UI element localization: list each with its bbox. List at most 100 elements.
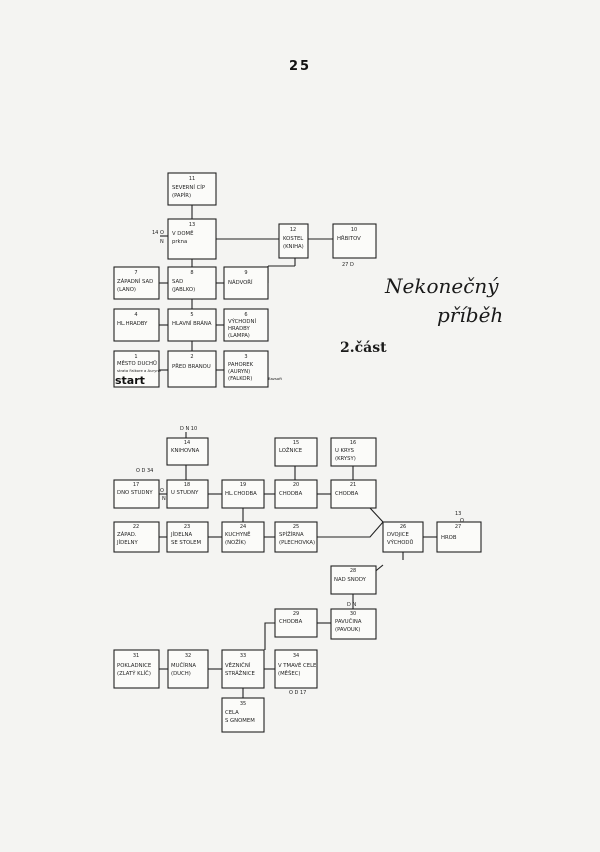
svg-text:27: 27 — [455, 524, 461, 530]
svg-text:19: 19 — [240, 482, 246, 488]
svg-text:(KRYSY): (KRYSY) — [335, 456, 356, 462]
subtitle: 2.část — [340, 340, 387, 356]
title-line-2: příběh — [437, 303, 503, 327]
dir-marker: O — [460, 518, 464, 524]
svg-text:2: 2 — [190, 354, 193, 360]
svg-text:U STUDNY: U STUDNY — [171, 490, 199, 496]
svg-text:(PLECHOVKA): (PLECHOVKA) — [279, 540, 315, 546]
svg-text:S GNOMEM: S GNOMEM — [225, 718, 255, 724]
svg-text:31: 31 — [133, 653, 139, 659]
svg-text:30: 30 — [350, 611, 356, 617]
room-16: 16U KRYS(KRYSY) — [330, 437, 377, 467]
svg-text:(AURYN): (AURYN) — [228, 369, 250, 375]
map1-connections — [159, 205, 333, 371]
svg-text:4: 4 — [134, 312, 137, 318]
svg-text:(MĚŠEC): (MĚŠEC) — [278, 669, 300, 677]
dir-marker: 13 — [455, 511, 461, 517]
svg-text:VÝCHODNÍ: VÝCHODNÍ — [228, 318, 256, 325]
svg-text:DNO STUDNY: DNO STUDNY — [117, 490, 153, 496]
dir-marker: D N — [347, 602, 356, 608]
svg-text:(KNIHA): (KNIHA) — [283, 244, 304, 250]
svg-text:prkna: prkna — [172, 239, 187, 245]
svg-text:23: 23 — [184, 524, 190, 530]
svg-text:34: 34 — [293, 653, 299, 659]
svg-text:(LANO): (LANO) — [117, 287, 136, 293]
svg-text:21: 21 — [350, 482, 356, 488]
svg-text:PAVUČINA: PAVUČINA — [335, 618, 362, 625]
svg-text:JÍDELNA: JÍDELNA — [170, 531, 192, 538]
room-18: 18 U STUDNY — [166, 479, 209, 509]
svg-text:18: 18 — [184, 482, 190, 488]
svg-text:PŘED BRANOU: PŘED BRANOU — [172, 362, 211, 370]
svg-text:(FALKOR): (FALKOR) — [228, 376, 252, 382]
svg-text:CHODBA: CHODBA — [279, 619, 303, 625]
svg-text:20: 20 — [293, 482, 299, 488]
dir-marker: N — [162, 496, 166, 502]
svg-text:SEVERNÍ CÍP: SEVERNÍ CÍP — [172, 184, 206, 191]
svg-text:HROB: HROB — [441, 535, 457, 541]
svg-text:HRADBY: HRADBY — [228, 326, 250, 332]
svg-text:7: 7 — [134, 270, 137, 276]
svg-text:ZÁPAD.: ZÁPAD. — [117, 531, 137, 538]
svg-text:HL.HRADBY: HL.HRADBY — [117, 321, 148, 327]
room-13: 13V DOMĚ prkna — [167, 218, 217, 260]
svg-text:1: 1 — [134, 354, 137, 360]
svg-text:KNIHOVNA: KNIHOVNA — [171, 448, 200, 454]
svg-text:24: 24 — [240, 524, 246, 530]
dir-marker: N — [160, 239, 164, 245]
dir-marker: 14 O — [152, 230, 164, 236]
svg-text:(LAMPA): (LAMPA) — [228, 333, 250, 339]
svg-text:STRÁŽNICE: STRÁŽNICE — [225, 669, 256, 677]
svg-text:VĚZNIČNÍ: VĚZNIČNÍ — [225, 661, 251, 669]
svg-text:SPÍŽÍRNA: SPÍŽÍRNA — [279, 530, 304, 538]
svg-text:26: 26 — [400, 524, 406, 530]
svg-text:6: 6 — [244, 312, 247, 318]
svg-text:HL.CHODBA: HL.CHODBA — [225, 491, 257, 497]
svg-text:10: 10 — [351, 227, 357, 233]
svg-text:NÁDVOŘÍ: NÁDVOŘÍ — [228, 278, 253, 286]
svg-text:NAD SNODY: NAD SNODY — [334, 577, 367, 583]
svg-text:(DUCH): (DUCH) — [171, 671, 191, 677]
svg-text:12: 12 — [290, 227, 296, 233]
dir-marker: O — [160, 488, 164, 494]
svg-text:5: 5 — [190, 312, 193, 318]
svg-text:V DOMĚ: V DOMĚ — [172, 229, 194, 237]
svg-text:11: 11 — [189, 176, 195, 182]
svg-text:17: 17 — [133, 482, 139, 488]
svg-text:HŘBITOV: HŘBITOV — [337, 234, 361, 242]
svg-text:13: 13 — [189, 222, 195, 228]
start-note: strata Falkore a Auryne — [117, 368, 162, 373]
svg-text:(NOŽÍK): (NOŽÍK) — [225, 538, 246, 546]
svg-text:HLAVNÍ BRÁNA: HLAVNÍ BRÁNA — [172, 320, 212, 327]
svg-text:29: 29 — [293, 611, 299, 617]
svg-text:LOŽNICE: LOŽNICE — [279, 446, 303, 454]
svg-text:CHODBA: CHODBA — [279, 491, 303, 497]
signature: Bazsoft — [268, 376, 282, 381]
start-label: start — [115, 374, 145, 387]
svg-text:U KRYS: U KRYS — [335, 448, 355, 454]
svg-text:MĚSTO DUCHŮ: MĚSTO DUCHŮ — [117, 359, 157, 367]
svg-text:33: 33 — [240, 653, 246, 659]
svg-text:DVOJICE: DVOJICE — [387, 532, 410, 538]
dir-marker: D N 10 — [180, 426, 197, 432]
svg-text:(PAPÍR): (PAPÍR) — [172, 192, 191, 199]
